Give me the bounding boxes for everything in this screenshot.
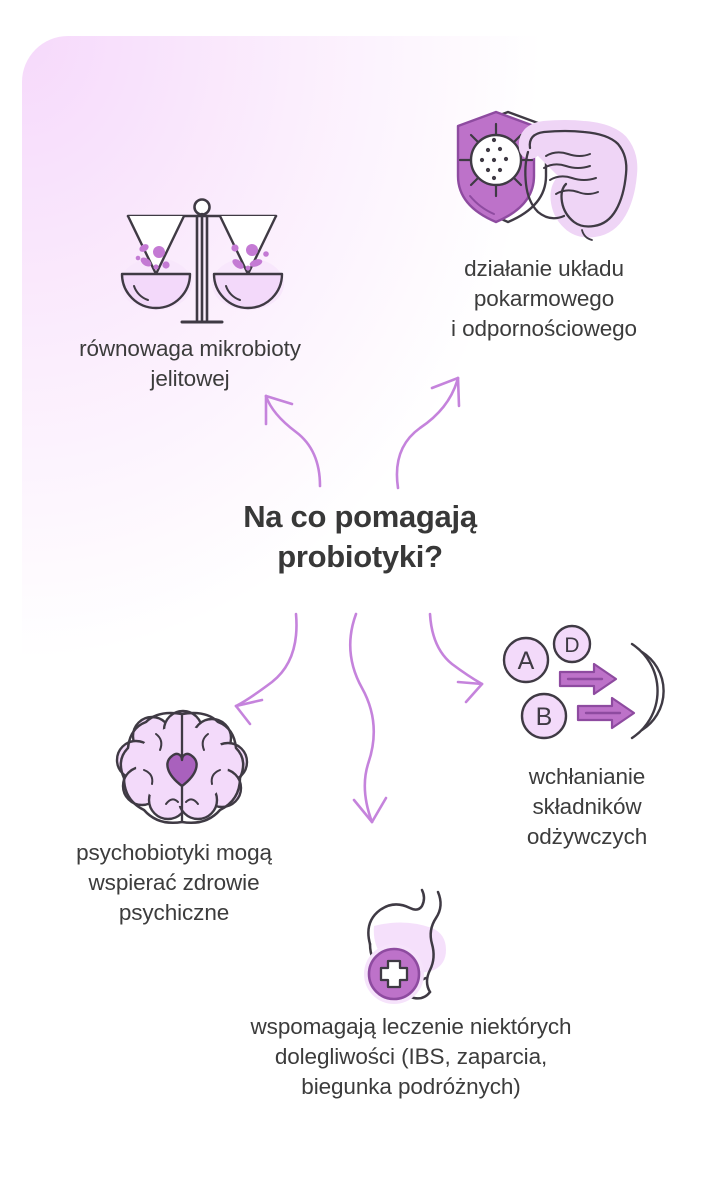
benefit-label-balance-line-1: równowaga mikrobioty [79,336,301,361]
balance-scale-icon [104,192,300,332]
benefit-label-relief: wspomagają leczenie niektórych dolegliwo… [180,1012,642,1102]
benefit-label-immune-line-2: pokarmowego [473,285,615,311]
page-title: Na co pomagają probiotyki? [172,497,548,576]
benefit-label-psychobiotics-line-1: psychobiotyki mogą [76,840,272,865]
benefit-label-psychobiotics-line-3: psychiczne [118,899,230,925]
stomach-plus-icon [334,882,484,1008]
benefit-label-relief-line-2: dolegliwości (IBS, zaparcia, [274,1043,548,1069]
brain-heart-icon [108,708,258,834]
benefit-label-balance: równowaga mikrobioty jelitowej [18,334,362,394]
title-line-1: Na co pomagają probiotyki? [243,499,477,574]
benefit-label-absorption-line-2: składników [532,793,642,819]
nutrient-absorption-icon: A D B [492,622,678,760]
vitamin-a-letter: A [518,647,535,675]
benefit-label-relief-line-1: wspomagają leczenie niektórych [250,1014,572,1039]
vitamin-d-letter: D [564,634,579,657]
benefit-label-psychobiotics-line-2: wspierać zdrowie [88,869,260,895]
benefit-label-immune-line-1: działanie układu [464,256,624,281]
shield-intestine-icon [432,104,644,246]
benefit-label-absorption-line-1: wchłanianie [528,764,646,789]
benefit-label-immune-line-3: i odpornościowego [451,315,637,341]
benefit-label-absorption: wchłanianie składników odżywczych [474,762,700,852]
benefit-label-relief-line-3: biegunka podróżnych) [301,1073,521,1099]
benefit-label-immune: działanie układu pokarmowego i odpornośc… [398,254,690,344]
benefit-label-absorption-line-3: odżywczych [526,823,648,849]
vitamin-b-letter: B [536,703,553,731]
benefit-label-balance-line-2: jelitowej [150,365,230,391]
benefit-label-psychobiotics: psychobiotyki mogą wspierać zdrowie psyc… [14,838,334,928]
